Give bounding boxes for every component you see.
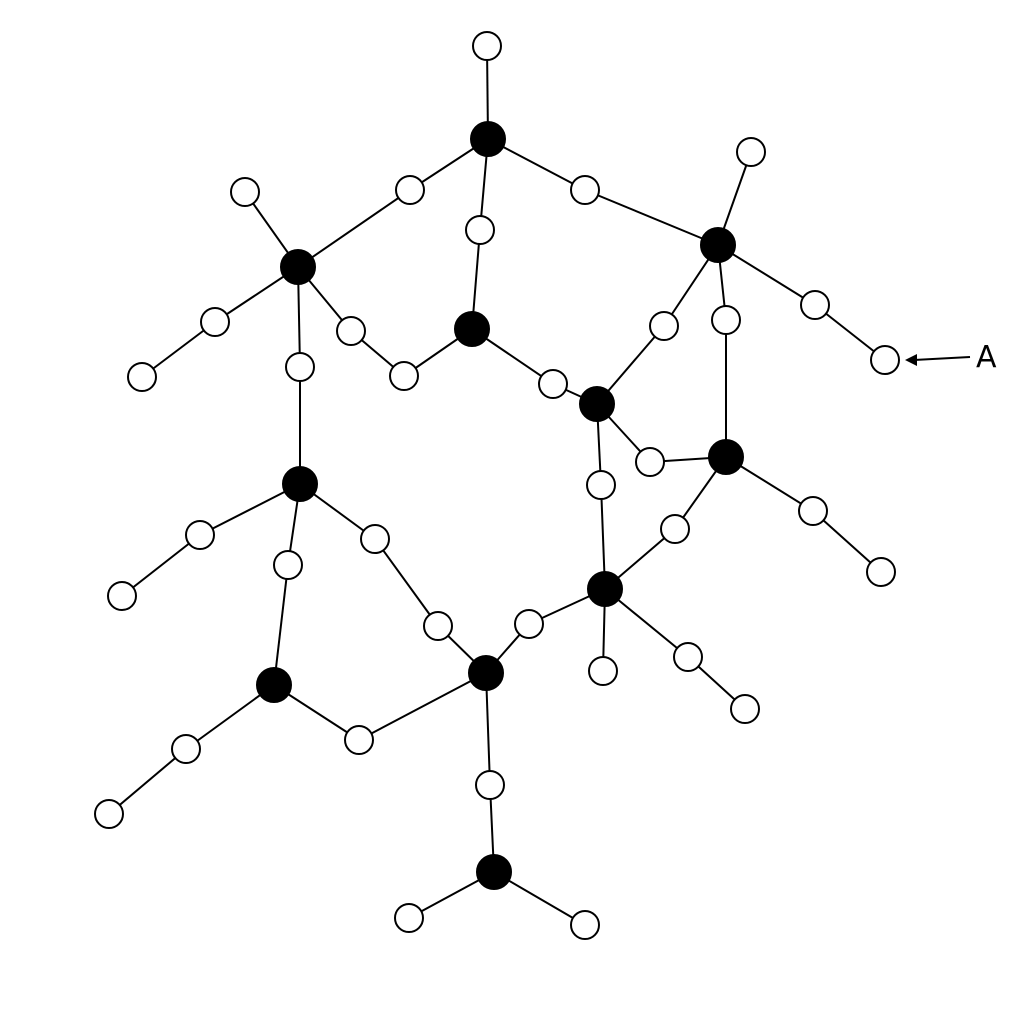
annotation-a: A	[905, 340, 997, 375]
open-atom	[127, 362, 157, 392]
open-atom	[472, 31, 502, 61]
open-atom	[423, 611, 453, 641]
bond-line	[185, 684, 275, 750]
annotation-arrow-line	[913, 356, 971, 361]
open-atom	[866, 557, 896, 587]
filled-atom	[476, 854, 512, 890]
bond-line	[108, 748, 187, 815]
open-atom	[711, 305, 741, 335]
open-atom	[394, 903, 424, 933]
filled-atom	[468, 655, 504, 691]
open-atom	[730, 694, 760, 724]
filled-atom	[280, 249, 316, 285]
bond-line	[717, 244, 816, 306]
bond-line	[199, 483, 301, 536]
open-atom	[107, 581, 137, 611]
bond-line	[297, 189, 411, 268]
open-atom	[660, 514, 690, 544]
annotation-arrowhead	[905, 354, 917, 366]
open-atom-labeled-a	[870, 345, 900, 375]
open-atom	[185, 520, 215, 550]
open-atom	[586, 470, 616, 500]
open-atom	[273, 550, 303, 580]
open-atom	[570, 175, 600, 205]
filled-atom	[587, 571, 623, 607]
open-atom	[94, 799, 124, 829]
filled-atom	[579, 386, 615, 422]
open-atom	[538, 369, 568, 399]
open-atom	[635, 447, 665, 477]
open-atom	[588, 656, 618, 686]
open-atom	[673, 642, 703, 672]
filled-atom	[256, 667, 292, 703]
bond-line	[485, 672, 491, 786]
bond-line	[584, 189, 719, 246]
bond-line	[374, 538, 439, 627]
filled-atom	[454, 311, 490, 347]
open-atom	[344, 725, 374, 755]
open-atom	[736, 137, 766, 167]
bond-line	[812, 510, 882, 573]
filled-atom	[700, 227, 736, 263]
open-atom	[230, 177, 260, 207]
open-atom	[798, 496, 828, 526]
filled-atom	[282, 466, 318, 502]
open-atom	[200, 307, 230, 337]
bond-line	[273, 564, 289, 686]
open-atom	[465, 215, 495, 245]
open-atom	[570, 910, 600, 940]
bond-line	[358, 672, 487, 741]
open-atom	[649, 311, 679, 341]
bond-line	[487, 138, 586, 191]
open-atom	[389, 361, 419, 391]
filled-atom	[708, 439, 744, 475]
open-atom	[285, 352, 315, 382]
bond-line	[121, 534, 201, 597]
open-atom	[171, 734, 201, 764]
open-atom	[514, 609, 544, 639]
open-atom	[395, 175, 425, 205]
open-atom	[336, 316, 366, 346]
open-atom	[360, 524, 390, 554]
open-atom	[475, 770, 505, 800]
annotation-label: A	[976, 340, 997, 375]
atom-layer	[94, 31, 900, 940]
bond-line	[141, 321, 216, 378]
open-atom	[800, 290, 830, 320]
filled-atom	[470, 121, 506, 157]
